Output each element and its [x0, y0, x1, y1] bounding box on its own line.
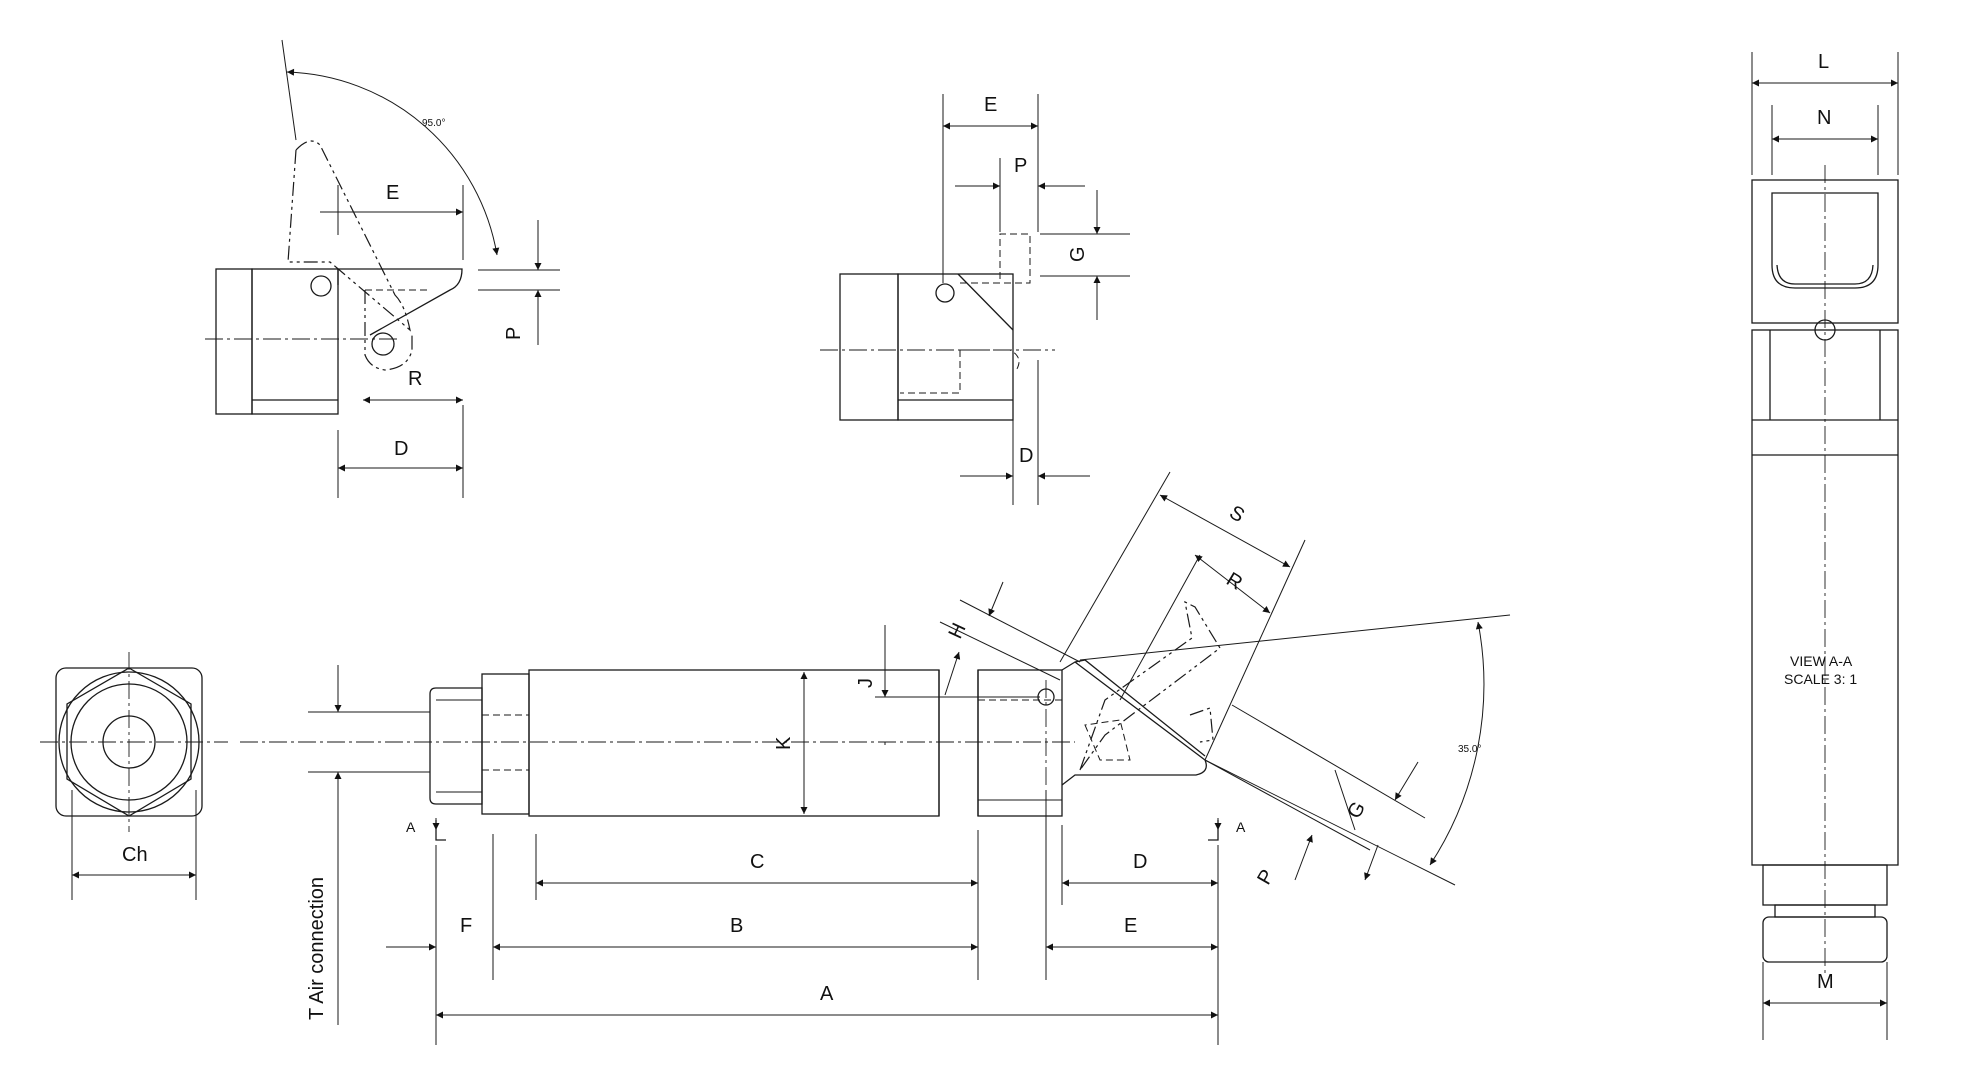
dim-label-h: H: [945, 620, 971, 642]
view-title: VIEW A-A: [1790, 653, 1853, 669]
dim-label-e-mid: E: [984, 94, 997, 116]
dim-label-c: C: [750, 851, 764, 873]
main-side-view: [240, 600, 1221, 817]
dim-label-p-top: P: [503, 327, 525, 340]
dim-label-d-main: D: [1133, 851, 1147, 873]
end-view-hex: Ch: [40, 652, 228, 900]
dim-label-r-top: R: [408, 368, 422, 390]
dim-label-g-main: G: [1343, 798, 1370, 822]
dim-label-j: J: [855, 678, 877, 688]
dim-label-g-mid: G: [1067, 246, 1089, 262]
section-marker-left: A: [406, 819, 416, 835]
section-marker-right: A: [1236, 819, 1246, 835]
angle-tilt-label: 35.0°: [1458, 744, 1481, 755]
dim-label-m: M: [1817, 971, 1834, 993]
pivot-pin-icon: [310, 275, 332, 297]
clamp-pin-icon: [371, 332, 395, 356]
dim-label-b: B: [730, 915, 743, 937]
angle-open-label: 95.0°: [422, 118, 445, 129]
air-connection-label: T Air connection: [306, 877, 328, 1020]
view-scale: SCALE 3: 1: [1784, 671, 1857, 687]
dim-label-p-main: P: [1253, 866, 1279, 889]
dim-label-p-mid: P: [1014, 155, 1027, 177]
dim-label-d-mid: D: [1019, 445, 1033, 467]
dim-label-s: S: [1225, 501, 1248, 527]
top-left-view: 95.0° E P R D: [205, 39, 560, 498]
dim-label-k: K: [773, 736, 795, 750]
pivot-pin-icon: [935, 283, 955, 303]
dim-label-ch: Ch: [122, 844, 148, 866]
dim-label-r-main: R: [1222, 568, 1246, 594]
dim-label-f: F: [460, 915, 472, 937]
dim-label-e-main: E: [1124, 915, 1137, 937]
dim-label-d-top: D: [394, 438, 408, 460]
dim-label-l: L: [1818, 51, 1829, 73]
dim-label-e-top: E: [386, 182, 399, 204]
dim-label-n: N: [1817, 107, 1831, 129]
dim-label-a: A: [820, 983, 834, 1005]
section-view-a-a: VIEW A-A SCALE 3: 1 L N M: [1751, 51, 1899, 1040]
top-middle-view: E P G D: [820, 94, 1130, 505]
main-dimensions: T Air connection J K A A C B F A: [306, 471, 1511, 1045]
